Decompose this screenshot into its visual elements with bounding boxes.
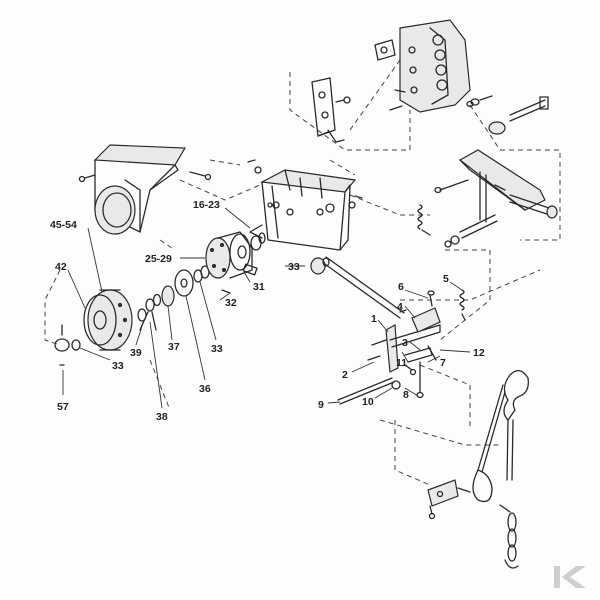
hub-sprocket xyxy=(205,231,266,294)
k-logo-icon xyxy=(554,566,586,588)
spacer-washers xyxy=(137,265,210,331)
label-2: 2 xyxy=(342,369,348,381)
label-25-29: 25-29 xyxy=(145,253,172,265)
label-33-hub: 33 xyxy=(211,343,223,355)
label-38: 38 xyxy=(156,411,168,423)
label-45-54: 45-54 xyxy=(50,219,77,231)
label-1: 1 xyxy=(371,313,377,325)
upper-right-bolts xyxy=(466,95,549,135)
label-31: 31 xyxy=(253,281,265,293)
cross-bar xyxy=(434,149,558,248)
label-36: 36 xyxy=(199,383,211,395)
label-37: 37 xyxy=(168,341,180,353)
upright-bracket xyxy=(311,77,351,143)
label-12: 12 xyxy=(473,347,485,359)
label-42: 42 xyxy=(55,261,67,273)
label-39: 39 xyxy=(130,347,142,359)
label-5: 5 xyxy=(443,273,449,285)
leader-lines xyxy=(62,207,471,409)
label-6: 6 xyxy=(398,281,404,293)
label-57: 57 xyxy=(57,401,69,413)
part-labels: 16-23 45-54 25-29 42 33 31 32 39 37 33 3… xyxy=(50,199,485,423)
label-32: 32 xyxy=(225,297,237,309)
label-7: 7 xyxy=(440,357,446,369)
assembly-dashed-lines xyxy=(44,59,561,486)
lever-assembly xyxy=(337,290,441,405)
pulley-assembly xyxy=(54,289,133,366)
label-16-23: 16-23 xyxy=(193,199,220,211)
label-3: 3 xyxy=(402,337,408,349)
label-4: 4 xyxy=(397,301,403,313)
top-bracket-plate xyxy=(374,19,471,113)
label-11: 11 xyxy=(396,357,407,369)
springs xyxy=(417,204,466,321)
label-33-shaft: 33 xyxy=(288,261,300,273)
main-shaft xyxy=(310,256,405,319)
label-8: 8 xyxy=(403,389,409,401)
label-33-pulley: 33 xyxy=(112,360,124,372)
gearbox-cover xyxy=(78,144,212,235)
chain-and-hooks xyxy=(472,370,529,569)
label-9: 9 xyxy=(318,399,324,411)
chain-bracket xyxy=(427,479,471,520)
gearbox-housing xyxy=(247,159,363,251)
label-10: 10 xyxy=(362,396,374,408)
